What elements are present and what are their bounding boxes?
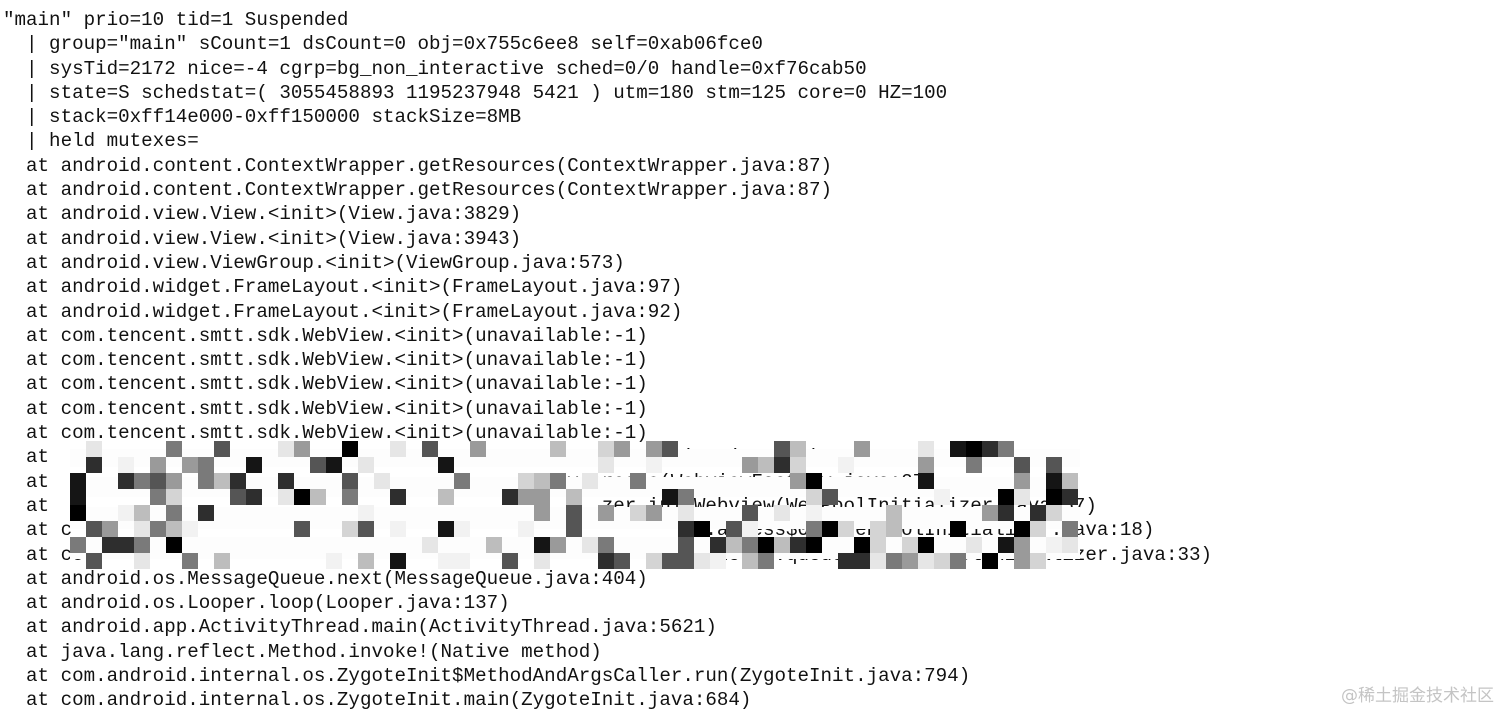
thread-dump: "main" prio=10 tid=1 Suspended | group="…	[3, 8, 1509, 713]
stack-frame: at com.tencent.smtt.sdk.WebView.<init>(u…	[3, 349, 648, 372]
stack-frame-redacted: at co itializer$1.queueIdle(WebPoolIniti…	[3, 543, 1213, 566]
stack-frame: at java.lang.reflect.Method.invoke!(Nati…	[3, 640, 602, 663]
detail-line: | state=S schedstat=( 3055458893 1195237…	[3, 81, 948, 104]
stack-frame: at com.tencent.smtt.sdk.WebView.<init>(u…	[3, 397, 648, 420]
stack-frame: at android.app.ActivityThread.main(Activ…	[3, 616, 717, 639]
detail-line: | sysTid=2172 nice=-4 cgrp=bg_non_intera…	[3, 57, 867, 80]
stack-frame: at android.os.MessageQueue.next(MessageQ…	[3, 567, 648, 590]
stack-frame: at android.widget.FrameLayout.<init>(Fra…	[3, 276, 683, 299]
stack-frame: at android.content.ContextWrapper.getRes…	[3, 154, 833, 177]
stack-frame-redacted: at c r.access$000(WebPoolInitializer.jav…	[3, 519, 1155, 542]
detail-line: | stack=0xff14e000-0xff150000 stackSize=…	[3, 106, 522, 129]
detail-line: | held mutexes=	[3, 130, 199, 153]
stack-frame: at android.view.ViewGroup.<init>(ViewGro…	[3, 251, 625, 274]
detail-line: | group="main" sCount=1 dsCount=0 obj=0x…	[3, 33, 763, 56]
watermark-text: @稀土掘金技术社区	[1341, 686, 1494, 706]
stack-frame: at android.view.View.<init>(View.java:39…	[3, 227, 522, 250]
stack-frame-redacted: at zer.initWebview(WebPoolInitializer.ja…	[3, 494, 1097, 517]
stack-frame: at android.widget.FrameLayout.<init>(Fra…	[3, 300, 683, 323]
stack-frame: at com.tencent.smtt.sdk.WebView.<init>(u…	[3, 422, 648, 445]
thread-header: "main" prio=10 tid=1 Suspended	[3, 9, 349, 31]
stack-frame: at com.android.internal.os.ZygoteInit$Me…	[3, 665, 971, 688]
stack-frame-redacted: at 5WebView.java:42)	[3, 446, 821, 469]
stack-frame: at android.view.View.<init>(View.java:38…	[3, 203, 522, 226]
stack-frame: at com.tencent.smtt.sdk.WebView.<init>(u…	[3, 324, 648, 347]
stack-frame: at com.android.internal.os.ZygoteInit.ma…	[3, 689, 752, 712]
stack-frame: at android.os.Looper.loop(Looper.java:13…	[3, 592, 510, 615]
stack-frame-redacted: at ory.create(WebviewFactory.java:27)	[3, 470, 936, 493]
stack-frame: at android.content.ContextWrapper.getRes…	[3, 179, 833, 202]
stack-frame: at com.tencent.smtt.sdk.WebView.<init>(u…	[3, 373, 648, 396]
